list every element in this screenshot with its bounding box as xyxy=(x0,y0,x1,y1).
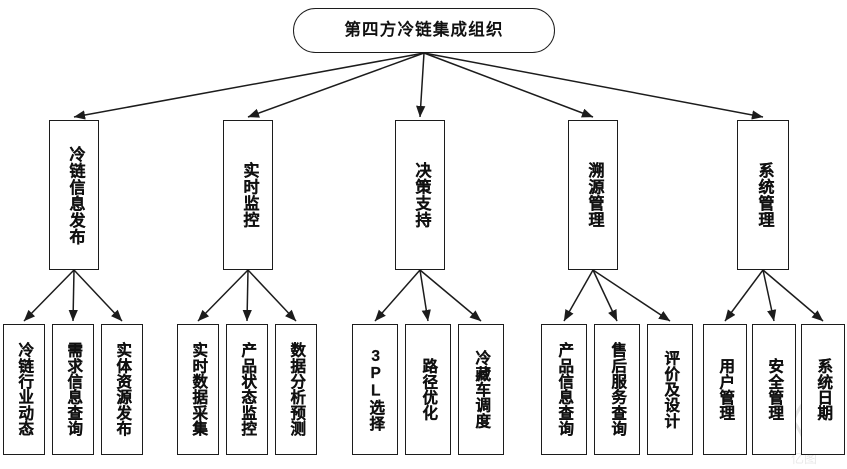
node-root-label: 第四方冷链集成组织 xyxy=(344,21,504,40)
node-leaf-4-3[interactable]: 评价及设计 xyxy=(647,324,693,455)
node-level2-1-label: 冷链信息发布 xyxy=(66,145,84,245)
node-leaf-3-1-label: 3PL选择 xyxy=(367,348,385,431)
node-level2-5-label: 系统管理 xyxy=(755,162,773,228)
node-leaf-3-2[interactable]: 路径优化 xyxy=(405,324,451,455)
connector-arrow xyxy=(247,52,425,118)
connector-arrow xyxy=(73,269,123,322)
connector-arrow xyxy=(762,269,824,322)
node-leaf-5-1-label: 用户管理 xyxy=(717,358,735,421)
node-leaf-5-2-label: 安全管理 xyxy=(766,358,784,421)
node-leaf-4-1[interactable]: 产品信息查询 xyxy=(541,324,587,455)
node-leaf-2-1[interactable]: 实时数据采集 xyxy=(177,324,219,455)
connector-arrow xyxy=(247,269,297,322)
node-leaf-4-2[interactable]: 售后服务查询 xyxy=(594,324,640,455)
node-leaf-4-2-label: 售后服务查询 xyxy=(609,342,627,437)
connector-arrow xyxy=(419,269,482,322)
node-leaf-3-3[interactable]: 冷藏车调度 xyxy=(458,324,504,455)
connector-arrow xyxy=(23,269,75,322)
node-leaf-2-1-label: 实时数据采集 xyxy=(190,342,208,437)
edges-level2-to-level3 xyxy=(23,269,824,322)
node-level2-1[interactable]: 冷链信息发布 xyxy=(49,120,99,270)
node-leaf-5-3-label: 系统日期 xyxy=(815,358,833,421)
connector-arrow xyxy=(724,269,764,322)
node-level2-3-label: 决策支持 xyxy=(412,162,430,228)
node-leaf-1-3-label: 实体资源发布 xyxy=(114,342,132,437)
node-leaf-5-2[interactable]: 安全管理 xyxy=(752,324,796,455)
node-leaf-1-3[interactable]: 实体资源发布 xyxy=(101,324,143,455)
connector-arrow xyxy=(423,52,764,120)
connector-arrow xyxy=(592,269,671,322)
node-leaf-5-3[interactable]: 系统日期 xyxy=(801,324,845,455)
connector-arrow xyxy=(197,269,249,322)
connector-arrow xyxy=(68,269,78,322)
connector-arrow xyxy=(242,269,252,322)
connector-arrow xyxy=(592,269,618,322)
node-leaf-2-3-label: 数据分析预测 xyxy=(288,342,306,437)
node-level2-2-label: 实时监控 xyxy=(240,162,258,228)
node-leaf-3-3-label: 冷藏车调度 xyxy=(473,350,491,429)
node-leaf-2-3[interactable]: 数据分析预测 xyxy=(275,324,317,455)
node-leaf-1-2[interactable]: 需求信息查询 xyxy=(52,324,94,455)
node-leaf-5-1[interactable]: 用户管理 xyxy=(703,324,747,455)
node-leaf-1-2-label: 需求信息查询 xyxy=(65,342,83,437)
connector-arrow xyxy=(423,52,594,118)
node-leaf-3-2-label: 路径优化 xyxy=(420,358,438,421)
node-level2-3[interactable]: 决策支持 xyxy=(395,120,445,270)
node-leaf-4-3-label: 评价及设计 xyxy=(662,350,680,429)
node-level2-2[interactable]: 实时监控 xyxy=(223,120,273,270)
node-leaf-2-2-label: 产品状态监控 xyxy=(239,342,257,437)
node-leaf-2-2[interactable]: 产品状态监控 xyxy=(226,324,268,455)
node-leaf-3-1[interactable]: 3PL选择 xyxy=(352,324,398,455)
node-leaf-4-1-label: 产品信息查询 xyxy=(556,342,574,437)
node-leaf-1-1-label: 冷链行业动态 xyxy=(16,342,34,437)
connector-arrow xyxy=(416,52,426,118)
node-root-organization[interactable]: 第四方冷链集成组织 xyxy=(293,8,555,53)
node-level2-4-label: 溯源管理 xyxy=(585,162,603,228)
node-leaf-1-1[interactable]: 冷链行业动态 xyxy=(3,324,45,455)
edges-root-to-level2 xyxy=(73,52,764,120)
connector-arrow xyxy=(563,269,594,322)
connector-arrow xyxy=(419,269,431,322)
node-level2-5[interactable]: 系统管理 xyxy=(737,120,789,270)
connector-arrow xyxy=(73,52,425,120)
connector-arrow xyxy=(762,269,777,322)
connector-arrow xyxy=(374,269,421,322)
node-level2-4[interactable]: 溯源管理 xyxy=(568,120,618,270)
